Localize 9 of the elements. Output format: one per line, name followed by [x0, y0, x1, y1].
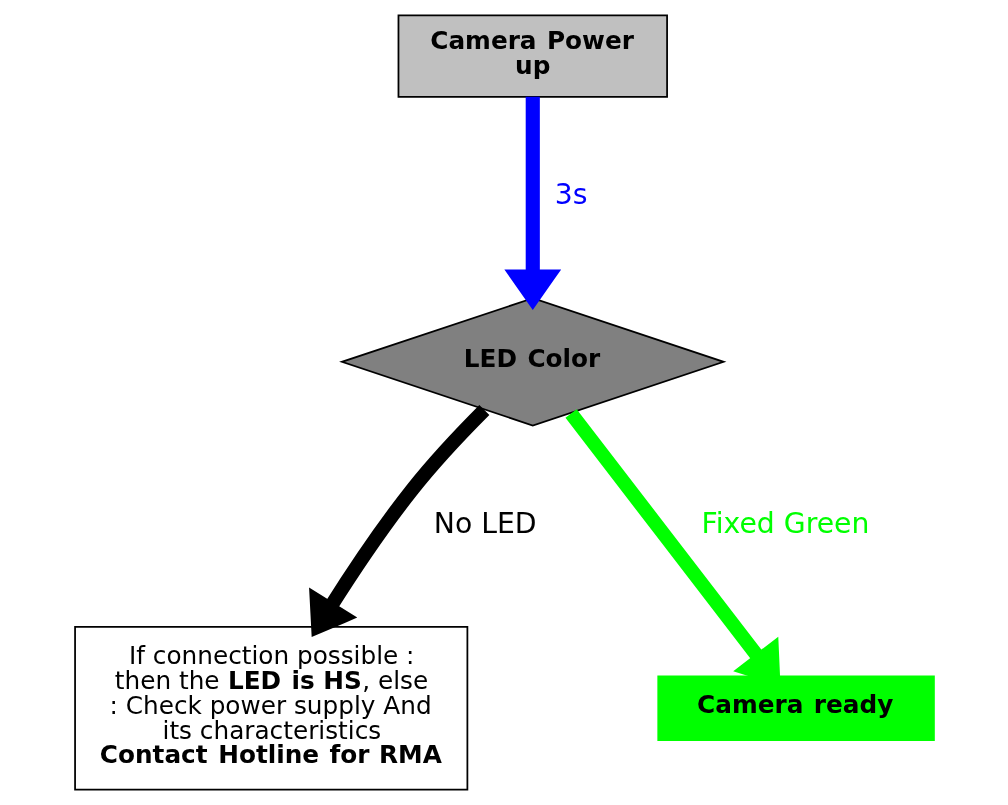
node-diamond: LED Color — [338, 297, 726, 427]
arrow — [308, 404, 489, 637]
edge-label: 3s — [554, 178, 588, 212]
node-box: If connection possible : then the LED is HS, else : Check power supply And its characteristics Contact Hotline for RMA — [73, 626, 468, 791]
edge-label: No LED — [433, 506, 537, 540]
node-box: Camera ready — [656, 675, 935, 741]
edge-label: Fixed Green — [701, 506, 869, 540]
arrow — [503, 96, 561, 311]
node-box: Camera Power up — [397, 14, 668, 98]
